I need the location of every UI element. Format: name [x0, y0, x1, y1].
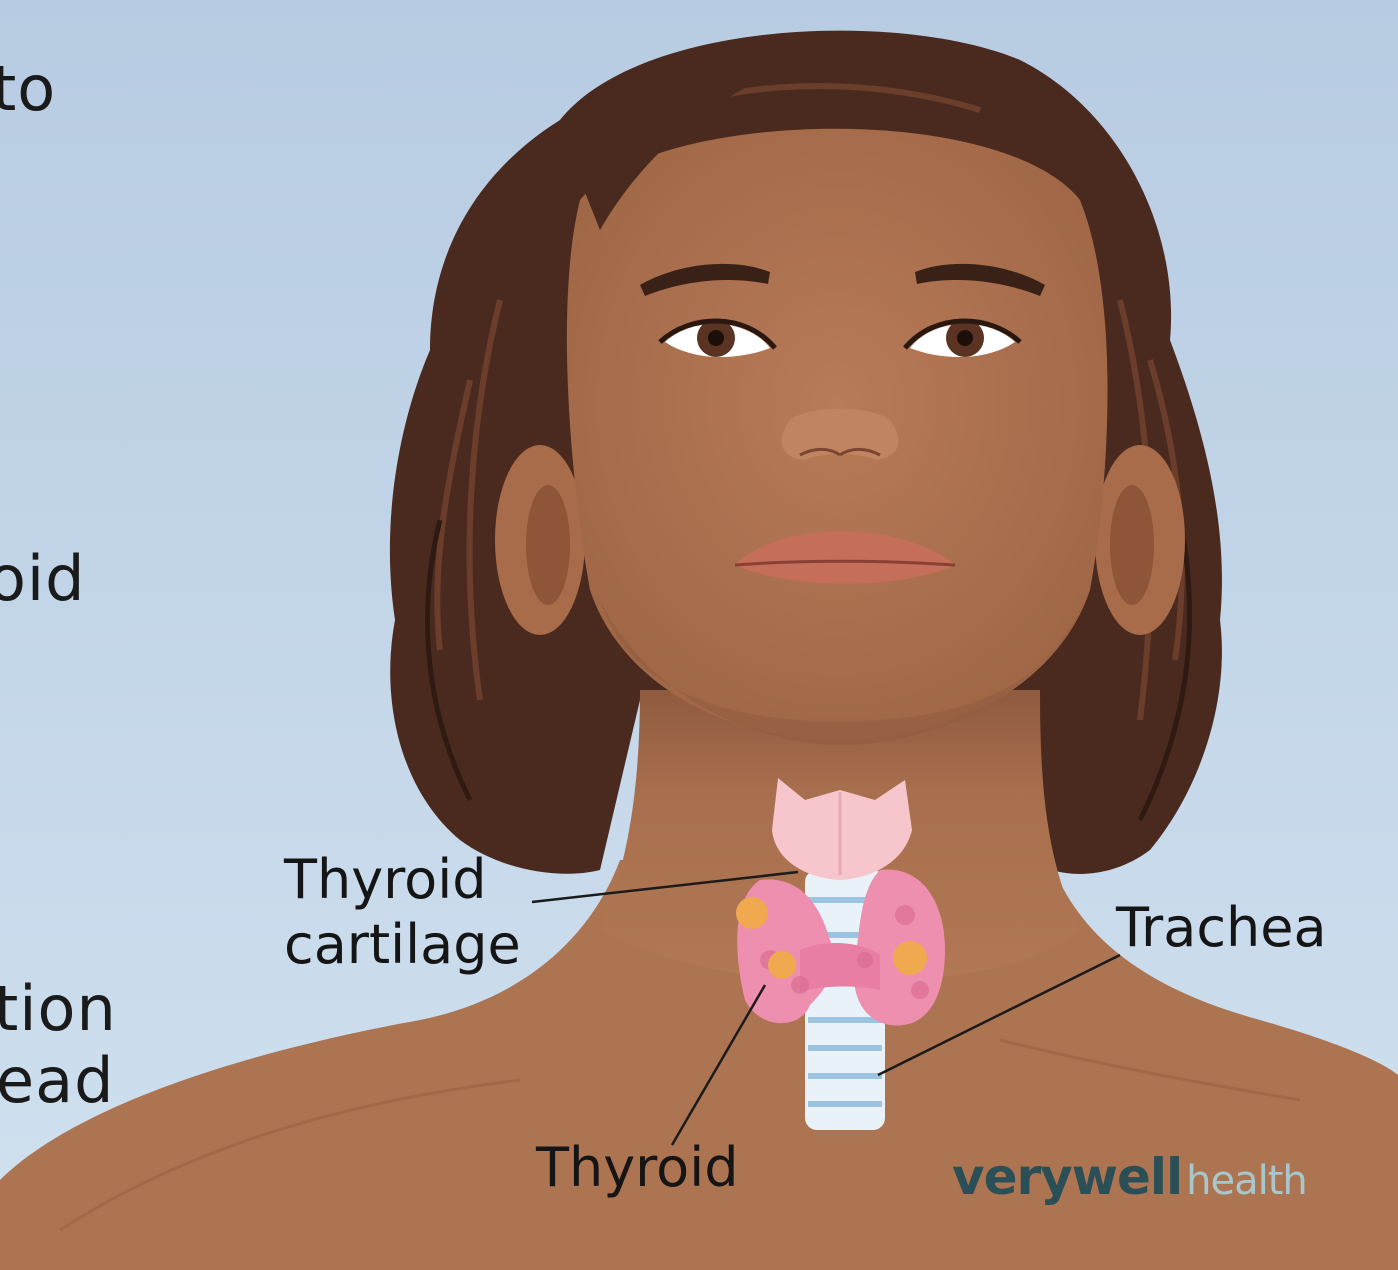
- label-thyroid: Thyroid: [536, 1136, 739, 1201]
- label-thyroid-cartilage: Thyroid cartilage: [284, 848, 521, 978]
- thyroid-isthmus: [800, 943, 880, 992]
- label-thyroid-cartilage-line2: cartilage: [284, 913, 521, 978]
- cropped-text-1: to: [0, 58, 56, 120]
- brand-suffix: health: [1186, 1158, 1307, 1204]
- nose: [782, 409, 899, 460]
- nodule: [768, 951, 796, 979]
- cropped-text-4: ead: [0, 1050, 115, 1112]
- label-trachea: Trachea: [1116, 896, 1327, 961]
- nodule: [893, 941, 927, 975]
- brand-name: verywell: [952, 1148, 1182, 1206]
- cropped-text-3: tion: [0, 978, 117, 1040]
- cropped-text-2: oid: [0, 548, 86, 610]
- label-thyroid-cartilage-line1: Thyroid: [284, 848, 521, 913]
- nodule: [736, 897, 768, 929]
